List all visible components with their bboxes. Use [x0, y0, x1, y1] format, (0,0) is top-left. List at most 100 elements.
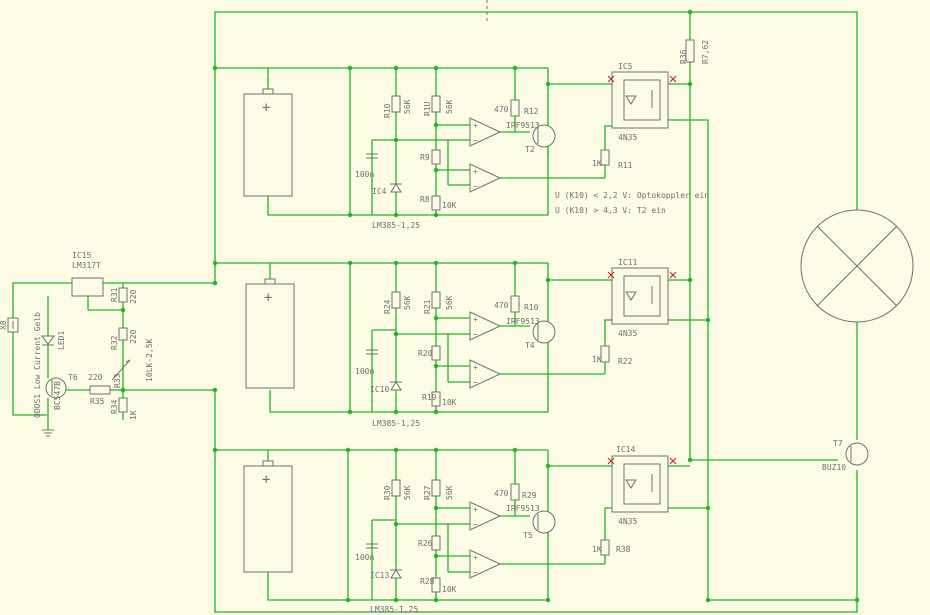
capacitor-c2[interactable]: 100n [355, 349, 378, 376]
connector-x8[interactable]: X8 [0, 317, 19, 333]
mosfet-t5[interactable]: IRF9513 T5 [506, 504, 556, 540]
resistor-r38[interactable]: 1K R38 [592, 539, 631, 556]
svg-text:IC10: IC10 [370, 385, 389, 394]
battery-1[interactable]: + [243, 88, 293, 197]
svg-text:IRF9513: IRF9513 [506, 317, 540, 326]
svg-text:R35: R35 [90, 397, 105, 406]
ic15-regulator[interactable]: IC15 LM317T [71, 251, 104, 297]
svg-text:T4: T4 [525, 341, 535, 350]
resistor-r22[interactable]: 1K R22 [592, 345, 633, 366]
svg-text:1K: 1K [592, 545, 602, 554]
optocoupler-ic11[interactable]: IC11 4N35 [611, 258, 669, 338]
x8-label: X8 [0, 320, 8, 330]
resistor-r24[interactable]: R24 56K [383, 291, 412, 314]
resistor-r34[interactable]: R34 1K [110, 397, 138, 420]
svg-text:−: − [473, 378, 478, 387]
resistor-r10b[interactable]: 470 R10 [494, 295, 539, 313]
resistor-r21[interactable]: R21 56K [423, 291, 454, 314]
svg-text:56K: 56K [445, 295, 454, 310]
svg-text:+: + [473, 315, 478, 324]
transistor-t6[interactable]: T6 BC547B [45, 373, 78, 410]
svg-text:100n: 100n [355, 170, 374, 179]
svg-text:470: 470 [494, 301, 509, 310]
svg-text:10K: 10K [442, 201, 457, 210]
opamp-1b[interactable]: + − [469, 163, 502, 193]
svg-text:R20: R20 [418, 349, 433, 358]
opamp-3b[interactable]: + − [469, 549, 502, 579]
ic15-label: IC15 [72, 251, 91, 260]
svg-text:+: + [262, 100, 270, 116]
svg-text:10K: 10K [442, 585, 457, 594]
resistor-r32[interactable]: R32 220 [110, 327, 138, 350]
opamp-2b[interactable]: + − [469, 359, 502, 389]
svg-text:R10: R10 [524, 303, 539, 312]
svg-text:IC5: IC5 [618, 62, 633, 71]
svg-text:+: + [264, 290, 272, 306]
svg-text:220: 220 [88, 373, 103, 382]
svg-text:R38: R38 [616, 545, 631, 554]
svg-text:LED1: LED1 [57, 331, 66, 350]
resistor-r35[interactable]: 220 R35 [88, 373, 111, 406]
resistor-r29[interactable]: 470 R29 [494, 483, 537, 501]
ref-ic10[interactable]: IC10 LM385-1,25 [370, 381, 420, 428]
resistor-r8[interactable]: R8 10K [420, 195, 457, 211]
resistor-r27[interactable]: R27 56K [423, 479, 454, 500]
svg-text:R1U: R1U [423, 101, 432, 116]
resistor-r11[interactable]: 1K R11 [592, 149, 633, 170]
svg-text:IRF9513: IRF9513 [506, 121, 540, 130]
svg-text:+: + [473, 363, 478, 372]
opamp-2a[interactable]: + − [469, 311, 502, 341]
svg-text:R27: R27 [423, 485, 432, 500]
opamp-1a[interactable]: + − [469, 117, 502, 147]
svg-text:100n: 100n [355, 553, 374, 562]
svg-text:+: + [473, 505, 478, 514]
mosfet-t7[interactable]: T7 BUZ10 [822, 439, 869, 472]
potentiometer-r33[interactable]: R33 10LK-2,5K [111, 338, 154, 388]
svg-text:4N35: 4N35 [618, 517, 637, 526]
svg-text:R34: R34 [110, 399, 119, 414]
resistor-r19[interactable]: R19 10K [422, 391, 457, 407]
svg-text:R10: R10 [383, 103, 392, 118]
resistor-r26[interactable]: R26 [418, 535, 441, 551]
pin-markers [607, 75, 677, 465]
resistor-r30[interactable]: R30 56K [383, 479, 412, 500]
optocoupler-ic5[interactable]: IC5 4N35 [611, 62, 669, 142]
svg-text:R9: R9 [420, 153, 430, 162]
junctions [120, 9, 860, 603]
svg-text:IRF9513: IRF9513 [506, 504, 540, 513]
mosfet-t4[interactable]: IRF9513 T4 [506, 317, 556, 350]
resistor-r20[interactable]: R20 [418, 345, 441, 361]
mosfet-t2[interactable]: IRF9513 T2 [506, 121, 556, 154]
resistor-r31[interactable]: R31 220 [110, 287, 138, 304]
resistor-r28[interactable]: R28 10K [420, 577, 457, 594]
optocoupler-ic14[interactable]: IC14 4N35 [611, 445, 669, 526]
opamp-3a[interactable]: + − [469, 501, 502, 531]
svg-text:100n: 100n [355, 367, 374, 376]
svg-text:470: 470 [494, 489, 509, 498]
lamp-symbol[interactable] [800, 209, 914, 323]
resistor-r36[interactable]: R36 R7,62 [679, 39, 710, 64]
svg-text:+: + [473, 121, 478, 130]
capacitor-c1[interactable]: 100n [355, 153, 378, 179]
svg-text:−: − [473, 330, 478, 339]
svg-text:R31: R31 [110, 287, 119, 302]
svg-text:R22: R22 [618, 357, 633, 366]
ref-ic4[interactable]: IC4 LM385-1,25 [372, 183, 420, 230]
led-d1[interactable]: ODOS1 Low Current Gelb LED1 [33, 312, 66, 418]
svg-text:T6: T6 [68, 373, 78, 382]
resistor-r12[interactable]: 470 R12 [494, 99, 539, 117]
resistor-r10[interactable]: R10 56K [383, 95, 412, 118]
resistor-r1u[interactable]: R1U 56K [423, 95, 454, 116]
svg-text:IC14: IC14 [616, 445, 635, 454]
battery-2[interactable]: + [245, 278, 295, 389]
svg-text:1K: 1K [129, 410, 138, 420]
capacitor-c3[interactable]: 100n [355, 543, 378, 562]
resistor-r9[interactable]: R9 [420, 149, 441, 165]
svg-text:R24: R24 [383, 299, 392, 314]
note-optocoupler: U (K10) < 2,2 V: Optokoppler ein [555, 191, 709, 200]
battery-3[interactable]: + [243, 460, 293, 573]
svg-text:BUZ10: BUZ10 [822, 463, 846, 472]
svg-text:R8: R8 [420, 195, 430, 204]
ref-ic13[interactable]: IC13 LM385-1,25 [370, 569, 418, 614]
